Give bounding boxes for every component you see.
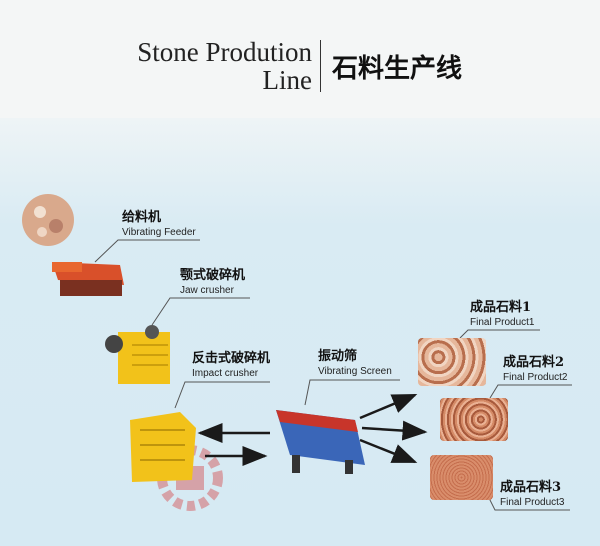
product2-label-en: Final Product2 <box>503 372 568 383</box>
jaw-label-en: Jaw crusher <box>180 285 234 296</box>
product1-label-en: Final Product1 <box>470 317 535 328</box>
product3-label: 成品石料3 Final Product3 <box>500 480 564 509</box>
vibrating-screen-machine <box>276 410 365 474</box>
jaw-crusher-machine <box>105 325 170 384</box>
jaw-label-cn: 颚式破碎机 <box>180 268 246 283</box>
impact-label-cn: 反击式破碎机 <box>192 351 271 366</box>
title-chinese: 石料生产线 <box>332 54 463 84</box>
product3-arrow <box>359 438 418 464</box>
product1-arrow <box>359 393 418 420</box>
product1-label: 成品石料1 Final Product1 <box>470 300 534 329</box>
product1-image <box>418 338 486 386</box>
impact-leader <box>174 381 270 409</box>
product2-label: 成品石料2 Final Product2 <box>503 355 567 384</box>
screen-label-en: Vibrating Screen <box>318 366 392 377</box>
title-divider <box>320 40 321 92</box>
feed-stone-image <box>22 194 74 246</box>
feeder-leader <box>94 239 200 263</box>
product2-label-cn: 成品石料2 <box>503 355 565 370</box>
product3-label-cn: 成品石料3 <box>500 480 562 495</box>
product2-arrow <box>361 420 428 441</box>
impact-label: 反击式破碎机 Impact crusher <box>192 351 270 380</box>
product3-label-en: Final Product3 <box>500 497 565 508</box>
product2-image <box>440 398 508 441</box>
vibrating-feeder-machine <box>52 262 124 296</box>
impact-label-en: Impact crusher <box>192 368 259 379</box>
screen-leader <box>304 379 400 406</box>
screen-label: 振动筛 Vibrating Screen <box>318 349 392 378</box>
screen-label-cn: 振动筛 <box>318 349 358 364</box>
diagram-background <box>0 118 600 546</box>
product2-leader <box>489 384 572 399</box>
jaw-label: 颚式破碎机 Jaw crusher <box>180 268 245 297</box>
feeder-label-cn: 给料机 <box>122 210 162 225</box>
title-english-line1: Stone Prodution <box>137 37 312 67</box>
feeder-label: 给料机 Vibrating Feeder <box>122 210 196 239</box>
jaw-leader <box>151 297 250 326</box>
product1-label-cn: 成品石料1 <box>470 300 532 315</box>
product3-image <box>430 455 493 500</box>
title-english-line2: Line <box>262 65 312 95</box>
product1-leader <box>459 329 540 339</box>
feeder-label-en: Vibrating Feeder <box>122 227 196 238</box>
impact-crusher-machine <box>130 412 196 482</box>
